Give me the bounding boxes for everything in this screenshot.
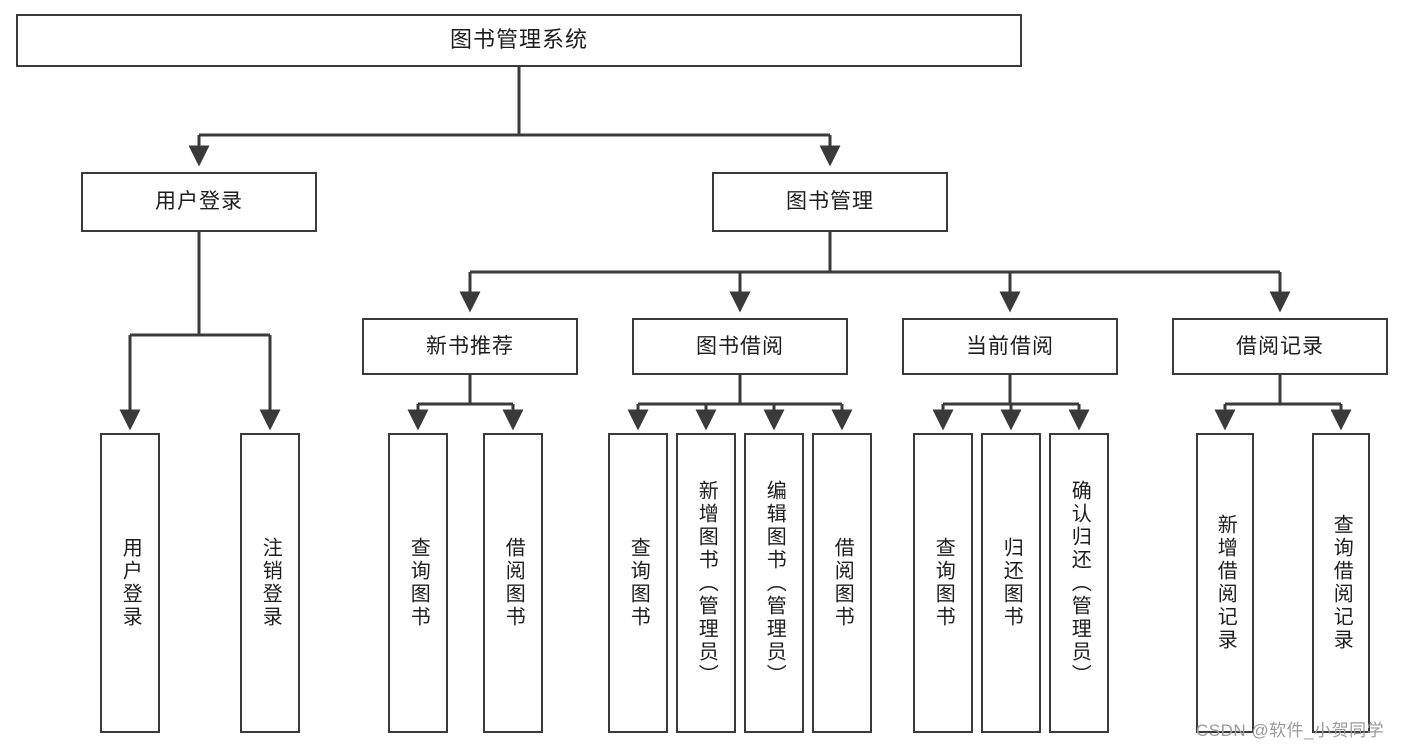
node-root-system[interactable]: 图书管理系统 bbox=[16, 14, 1022, 67]
node-borrow-record[interactable]: 借阅记录 bbox=[1172, 318, 1388, 375]
leaf-current-return-book[interactable]: 归还图书 bbox=[981, 433, 1041, 733]
leaf-recommend-query-book[interactable]: 查询图书 bbox=[388, 433, 448, 733]
node-label: 查询图书 bbox=[627, 537, 650, 629]
node-label: 新增借阅记录 bbox=[1214, 514, 1237, 652]
node-label: 查询借阅记录 bbox=[1330, 514, 1353, 652]
node-label: 新书推荐 bbox=[426, 334, 514, 358]
leaf-record-add-record[interactable]: 新增借阅记录 bbox=[1196, 433, 1254, 733]
leaf-current-confirm-return[interactable]: 确认归还（管理员） bbox=[1049, 433, 1109, 733]
leaf-current-query-book[interactable]: 查询图书 bbox=[913, 433, 973, 733]
node-book-borrow[interactable]: 图书借阅 bbox=[632, 318, 848, 375]
leaf-borrow-borrow-book[interactable]: 借阅图书 bbox=[812, 433, 872, 733]
node-label: 用户登录 bbox=[119, 537, 142, 629]
leaf-borrow-edit-book[interactable]: 编辑图书（管理员） bbox=[744, 433, 804, 733]
leaf-record-query-record[interactable]: 查询借阅记录 bbox=[1312, 433, 1370, 733]
node-current-borrow[interactable]: 当前借阅 bbox=[902, 318, 1118, 375]
node-label: 当前借阅 bbox=[966, 334, 1054, 358]
node-label: 查询图书 bbox=[407, 537, 430, 629]
node-label: 归还图书 bbox=[1000, 537, 1023, 629]
node-book-management[interactable]: 图书管理 bbox=[712, 172, 948, 232]
node-label: 查询图书 bbox=[932, 537, 955, 629]
node-label: 注销登录 bbox=[259, 537, 282, 629]
node-label: 借阅记录 bbox=[1236, 334, 1324, 358]
node-new-book-recommend[interactable]: 新书推荐 bbox=[362, 318, 578, 375]
leaf-borrow-query-book[interactable]: 查询图书 bbox=[608, 433, 668, 733]
node-label: 编辑图书（管理员） bbox=[763, 479, 786, 687]
node-label: 用户登录 bbox=[155, 190, 243, 214]
leaf-borrow-add-book[interactable]: 新增图书（管理员） bbox=[676, 433, 736, 733]
leaf-user-login-login[interactable]: 用户登录 bbox=[100, 433, 160, 733]
node-label: 图书管理 bbox=[786, 190, 874, 214]
leaf-recommend-borrow-book[interactable]: 借阅图书 bbox=[483, 433, 543, 733]
node-label: 新增图书（管理员） bbox=[695, 479, 718, 687]
node-label: 借阅图书 bbox=[502, 537, 525, 629]
node-label: 借阅图书 bbox=[831, 537, 854, 629]
node-label: 图书借阅 bbox=[696, 334, 784, 358]
node-label: 图书管理系统 bbox=[449, 27, 588, 53]
node-label: 确认归还（管理员） bbox=[1068, 479, 1091, 687]
node-user-login[interactable]: 用户登录 bbox=[81, 172, 317, 232]
watermark-text: CSDN @软件_小贺同学 bbox=[1196, 721, 1385, 740]
leaf-user-login-logout[interactable]: 注销登录 bbox=[240, 433, 300, 733]
